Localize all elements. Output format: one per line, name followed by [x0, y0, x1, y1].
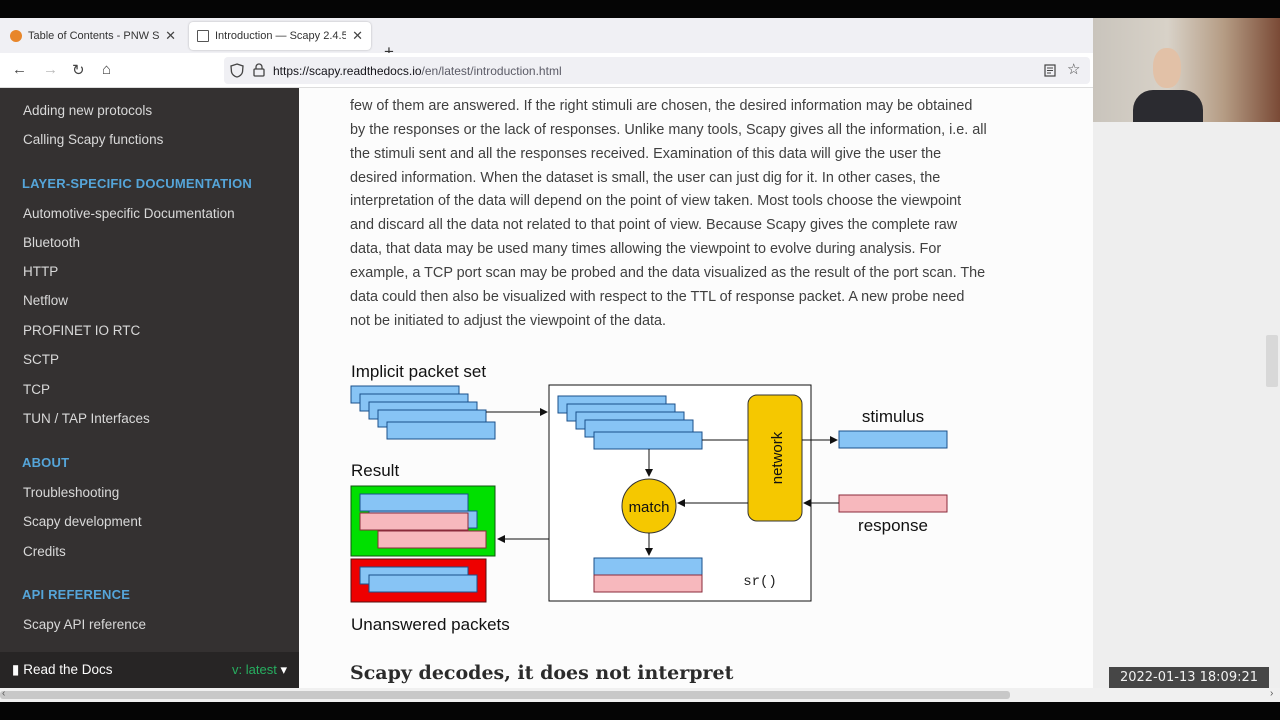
network-label: network — [769, 431, 786, 484]
tab-label: Table of Contents - PNW Spring — [28, 30, 160, 42]
sidebar-item-tun-tap[interactable]: TUN / TAP Interfaces — [23, 411, 150, 426]
rtd-label: ▮ Read the Docs — [12, 662, 113, 678]
webcam-overlay — [1093, 18, 1280, 122]
paragraph-line: desired information. When the dataset is… — [350, 170, 941, 186]
shield-icon[interactable] — [230, 63, 244, 78]
paragraph-line: not be initiated to adjust the viewpoint… — [350, 313, 667, 329]
tab-label: Introduction — Scapy 2.4.5. doc — [215, 30, 347, 42]
tab-introduction[interactable]: Introduction — Scapy 2.4.5. doc ✕ — [189, 22, 371, 50]
paragraph-line: and discard all the data not related to … — [350, 217, 958, 233]
address-bar[interactable]: https://scapy.readthedocs.io/en/latest/i… — [224, 57, 1090, 84]
matched-response-packet — [593, 574, 703, 593]
url-text[interactable]: https://scapy.readthedocs.io/en/latest/i… — [273, 64, 562, 78]
sidebar-item-sctp[interactable]: SCTP — [23, 352, 60, 367]
response-label: response — [858, 516, 928, 535]
unanswered-packets — [359, 566, 478, 593]
horizontal-scrollbar-thumb[interactable] — [0, 691, 1010, 699]
network-node — [747, 394, 803, 522]
implicit-packet-stack — [350, 385, 496, 440]
vertical-scrollbar-thumb[interactable] — [1266, 335, 1278, 387]
matched-stimulus-packet — [593, 557, 703, 576]
timestamp-overlay: 2022-01-13 18:09:21 — [1109, 667, 1269, 688]
unanswered-packets-label: Unanswered packets — [351, 615, 510, 634]
right-margin — [1093, 122, 1280, 702]
site-favicon-icon — [10, 30, 22, 42]
sr-label: sr() — [743, 574, 777, 590]
paragraph-line: interpretation of the data will depend o… — [350, 193, 962, 209]
tab-table-of-contents[interactable]: Table of Contents - PNW Spring ✕ — [2, 22, 184, 50]
paragraph-line: by the responses or the lack of response… — [350, 122, 987, 138]
rtd-version-text: v: latest — [232, 662, 277, 677]
sidebar-caption-api: API REFERENCE — [22, 587, 131, 602]
sidebar-item-bluetooth[interactable]: Bluetooth — [23, 235, 81, 250]
result-pairs — [359, 493, 487, 549]
back-arrow-icon[interactable]: ← — [12, 61, 27, 78]
sidebar-item-automotive[interactable]: Automotive-specific Documentation — [23, 206, 235, 221]
match-label: match — [629, 499, 670, 516]
caret-down-icon: ▾ — [280, 662, 287, 677]
paragraph-line: the stimuli sent and all the responses r… — [350, 146, 942, 162]
scroll-left-icon[interactable]: ‹ — [2, 688, 6, 699]
person-head — [1153, 48, 1181, 88]
close-icon[interactable]: ✕ — [165, 28, 176, 43]
reload-icon[interactable]: ↻ — [72, 62, 85, 79]
paragraph-line: few of them are answered. If the right s… — [350, 98, 973, 114]
top-letterbox — [0, 0, 1280, 18]
tab-strip: Table of Contents - PNW Spring ✕ Introdu… — [0, 18, 1093, 61]
book-icon: ▮ — [12, 662, 20, 677]
home-icon[interactable]: ⌂ — [102, 61, 112, 78]
sidebar-item-api-reference[interactable]: Scapy API reference — [23, 617, 147, 632]
stimulus-packet — [838, 430, 948, 449]
sidebar-item-troubleshooting[interactable]: Troubleshooting — [23, 485, 120, 500]
paragraph-line: data could then also be visualized with … — [350, 289, 965, 305]
sr-diagram: Implicit packet set netwo — [350, 362, 948, 634]
stimulus-label: stimulus — [862, 407, 924, 426]
sidebar-item-http[interactable]: HTTP — [23, 264, 59, 279]
paragraph-line: example, a TCP port scan may be probed a… — [350, 265, 986, 281]
sidebar-nav: Adding new protocols Calling Scapy funct… — [0, 88, 299, 702]
bottom-letterbox — [0, 702, 1280, 720]
result-label: Result — [351, 461, 399, 480]
lock-icon[interactable] — [253, 63, 265, 77]
sidebar-item-scapy-development[interactable]: Scapy development — [23, 514, 142, 529]
rtd-version-selector[interactable]: v: latest ▾ — [232, 662, 287, 678]
main-content: few of them are answered. If the right s… — [299, 88, 1093, 702]
sidebar-item-netflow[interactable]: Netflow — [23, 293, 69, 308]
sidebar-item-calling-scapy-functions[interactable]: Calling Scapy functions — [23, 132, 164, 147]
person-body — [1133, 90, 1203, 122]
forward-arrow-icon[interactable]: → — [43, 61, 58, 78]
sidebar-caption-about: ABOUT — [22, 455, 70, 470]
url-path: /en/latest/introduction.html — [421, 64, 562, 78]
rtd-label-text: Read the Docs — [23, 662, 113, 677]
implicit-packet-set-label: Implicit packet set — [351, 362, 486, 381]
bookmark-star-icon[interactable]: ☆ — [1067, 61, 1081, 78]
sidebar-item-credits[interactable]: Credits — [23, 544, 66, 559]
close-icon[interactable]: ✕ — [352, 28, 363, 43]
sidebar-caption-layer: LAYER-SPECIFIC DOCUMENTATION — [22, 176, 252, 191]
scroll-right-icon[interactable]: › — [1270, 688, 1274, 699]
sidebar-item-adding-new-protocols[interactable]: Adding new protocols — [23, 103, 153, 118]
section-heading: Scapy decodes, it does not interpret — [350, 662, 734, 684]
new-tab-button[interactable]: + — [384, 42, 394, 61]
url-host: https://scapy.readthedocs.io — [273, 64, 422, 78]
rtd-version-bar[interactable]: ▮ Read the Docs v: latest ▾ — [0, 652, 299, 688]
sidebar-item-profinet[interactable]: PROFINET IO RTC — [23, 323, 141, 338]
doc-favicon-icon — [197, 30, 209, 42]
navigation-bar: ← → ↻ ⌂ https://scapy.readthedocs.io/en/… — [0, 53, 1093, 88]
paragraph-line: data, that data may be used many times a… — [350, 241, 942, 257]
response-packet — [838, 494, 948, 513]
sr-packet-stack — [557, 395, 703, 450]
reader-view-icon[interactable] — [1044, 64, 1056, 77]
sidebar-item-tcp[interactable]: TCP — [23, 382, 50, 397]
horizontal-scrollbar[interactable]: ‹ › — [0, 688, 1280, 702]
